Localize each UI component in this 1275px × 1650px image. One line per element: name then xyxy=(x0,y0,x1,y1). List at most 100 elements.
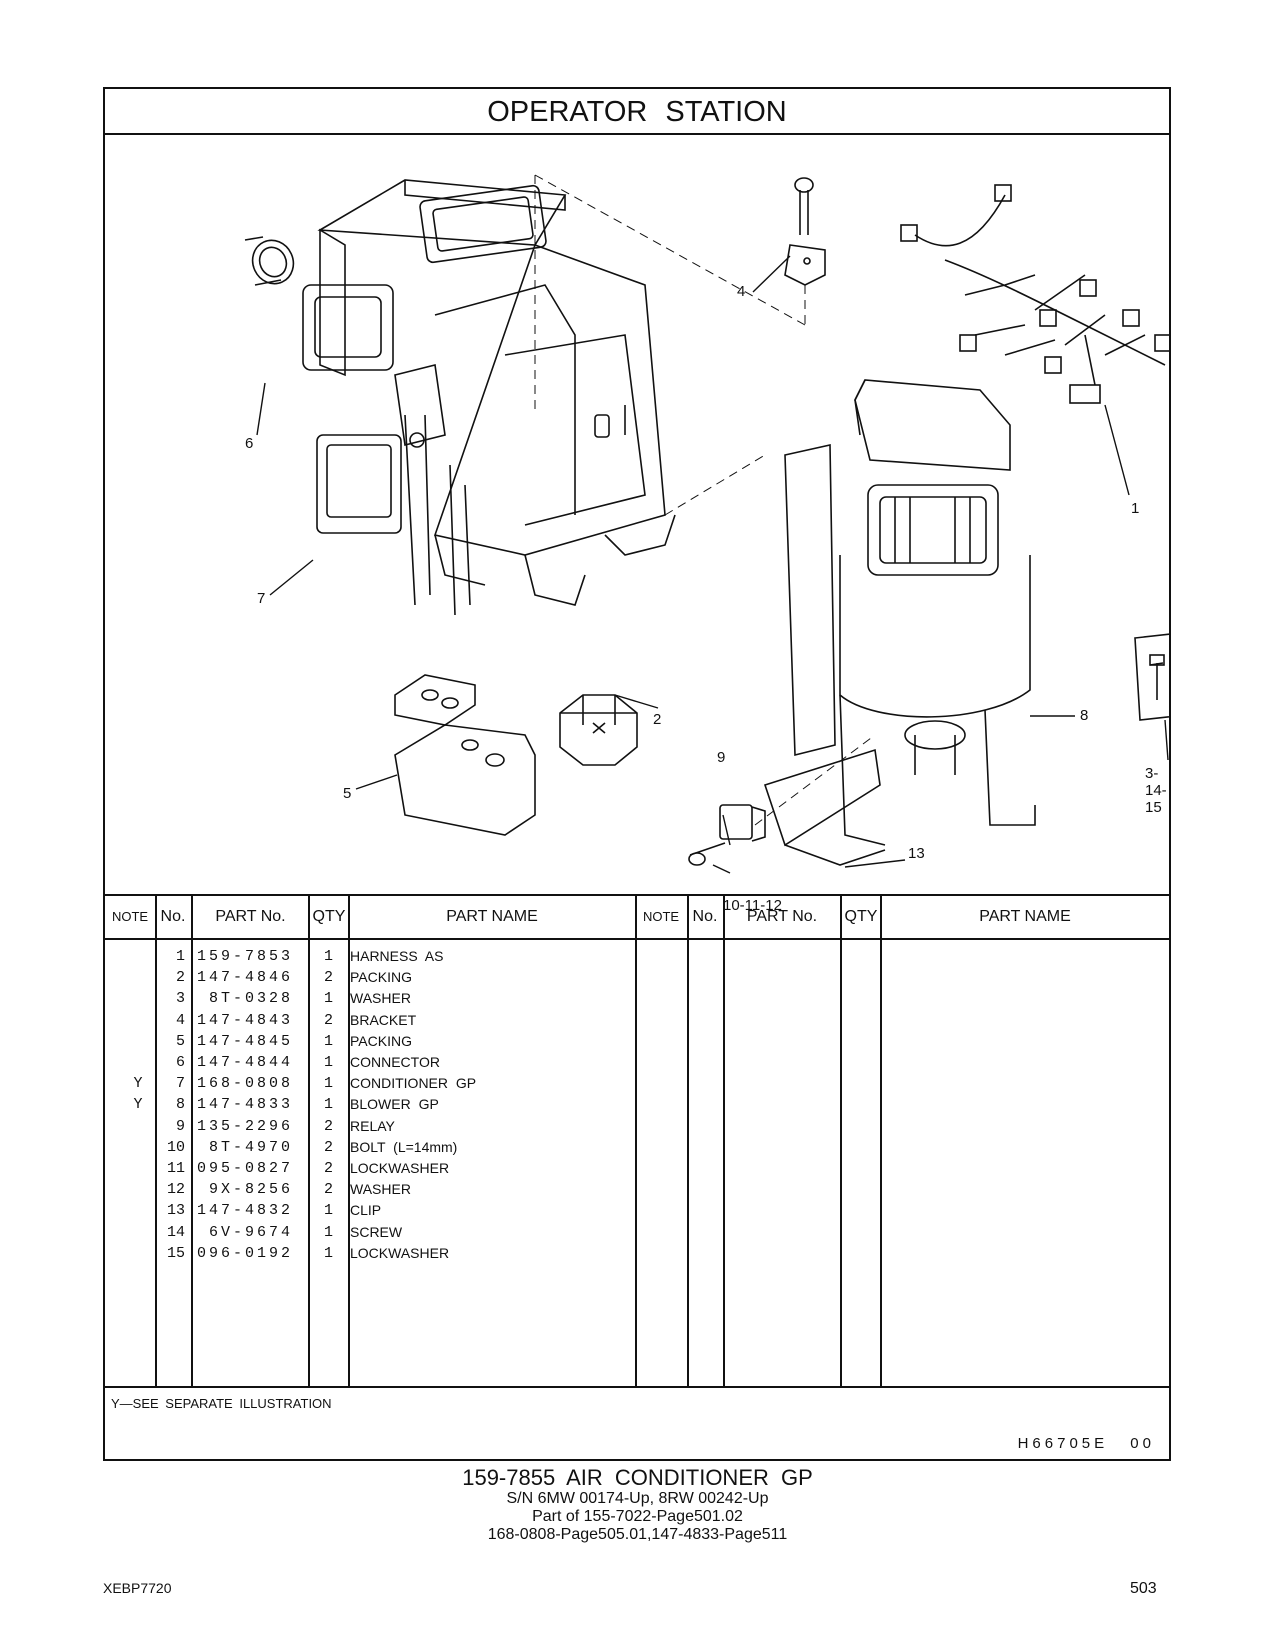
blower-drawing xyxy=(784,379,1036,846)
row-qty: 1 xyxy=(323,1096,333,1114)
col-divider xyxy=(723,894,725,1386)
row-part-number: 147-4846 xyxy=(196,969,293,987)
row-number: 7 xyxy=(175,1075,185,1093)
row-number: 14 xyxy=(166,1223,185,1241)
row-number: 10 xyxy=(166,1138,185,1156)
footnote: Y—SEE SEPARATE ILLUSTRATION xyxy=(111,1396,332,1411)
row-part-name: WASHER xyxy=(350,1181,411,1198)
col-divider xyxy=(155,894,157,1386)
row-part-number: 135-2296 xyxy=(196,1117,293,1135)
conditioner-unit-drawing xyxy=(302,174,806,616)
row-number: 15 xyxy=(166,1244,185,1262)
row-part-name: WASHER xyxy=(350,990,411,1007)
header-no-left: No. xyxy=(160,908,186,925)
row-qty: 1 xyxy=(323,1202,333,1220)
header-note-left: NOTE xyxy=(111,909,149,924)
row-part-number: 147-4844 xyxy=(196,1054,293,1071)
row-part-number: 8T-4970 xyxy=(208,1138,293,1156)
row-part-name: LOCKWASHER xyxy=(350,1160,450,1176)
row-qty: 2 xyxy=(323,1181,333,1199)
row-number: 2 xyxy=(175,969,185,987)
row-note: Y xyxy=(133,1075,143,1093)
col-divider xyxy=(840,894,842,1386)
header-no-right: No. xyxy=(692,908,718,925)
callout-7: 7 xyxy=(257,590,266,607)
row-qty: 1 xyxy=(323,1075,333,1093)
callout-5: 5 xyxy=(343,785,352,802)
row-number: 6 xyxy=(175,1054,185,1071)
row-part-name: BLOWER GP xyxy=(350,1096,439,1113)
row-qty: 2 xyxy=(323,1011,333,1029)
packing-block-drawing xyxy=(394,674,536,836)
row-qty: 2 xyxy=(323,969,333,987)
row-part-name: HARNESS AS xyxy=(350,948,444,964)
row-part-name: CONDITIONER GP xyxy=(350,1075,477,1092)
row-number: 9 xyxy=(175,1117,185,1135)
row-qty: 1 xyxy=(323,990,333,1008)
row-part-number: 147-4845 xyxy=(196,1032,293,1050)
callout-13: 13 xyxy=(908,845,925,862)
row-number: 13 xyxy=(166,1202,185,1220)
callout-6: 6 xyxy=(245,435,254,452)
row-part-number: 095-0827 xyxy=(196,1160,293,1177)
caption-references: 168-0808-Page505.01,147-4833-Page511 xyxy=(487,1526,788,1543)
table-row: 3 8T-0328 1 WASHER xyxy=(105,990,1169,1012)
harness-drawing xyxy=(900,184,1169,404)
callout-10-11-12: 10-11-12 xyxy=(723,897,782,914)
parts-table-header: NOTE No. PART No. QTY PART NAME NOTE No.… xyxy=(105,894,1169,940)
bracket-drawing xyxy=(784,177,826,286)
row-qty: 2 xyxy=(323,1138,333,1156)
callout-9: 9 xyxy=(717,749,726,766)
row-number: 8 xyxy=(175,1096,185,1114)
row-part-name: LOCKWASHER xyxy=(350,1244,450,1261)
callout-2: 2 xyxy=(653,711,662,728)
row-qty: 1 xyxy=(323,1244,333,1262)
row-part-number: 159-7853 xyxy=(196,948,293,965)
row-number: 5 xyxy=(175,1032,185,1050)
row-qty: 2 xyxy=(323,1117,333,1135)
row-part-number: 096-0192 xyxy=(196,1244,293,1262)
header-partno-left: PART No. xyxy=(215,908,286,925)
document-id: XEBP7720 xyxy=(103,1580,172,1596)
row-part-number: 9X-8256 xyxy=(208,1181,293,1199)
callout-8: 8 xyxy=(1080,707,1089,724)
row-part-number: 147-4832 xyxy=(196,1202,293,1220)
row-part-number: 8T-0328 xyxy=(208,990,293,1008)
col-divider xyxy=(348,894,350,1386)
row-qty: 1 xyxy=(323,1054,333,1071)
row-number: 3 xyxy=(175,990,185,1008)
table-row: 15 096-0192 1 LOCKWASHER xyxy=(105,1245,1169,1267)
row-part-name: SCREW xyxy=(350,1223,403,1240)
row-part-name: PACKING xyxy=(350,1032,412,1049)
row-part-name: RELAY xyxy=(350,1117,395,1134)
col-divider xyxy=(880,894,882,1386)
caption-part-of: Part of 155-7022-Page501.02 xyxy=(532,1508,743,1525)
caption-serial: S/N 6MW 00174-Up, 8RW 00242-Up xyxy=(506,1490,769,1507)
exploded-illustration: 1 2 3-14-15 4 5 6 7 8 9 10-11-12 13 xyxy=(105,135,1169,914)
header-partname-right: PART NAME xyxy=(979,908,1071,925)
footnote-area: Y—SEE SEPARATE ILLUSTRATION H66705E 00 xyxy=(105,1386,1169,1461)
col-divider xyxy=(191,894,193,1386)
row-qty: 1 xyxy=(323,1223,333,1241)
row-part-name: BRACKET xyxy=(350,1011,417,1028)
callout-3-14-15: 3-14-15 xyxy=(1145,765,1167,816)
callout-1: 1 xyxy=(1131,500,1140,517)
parts-page-frame: OPERATOR STATION xyxy=(103,87,1171,1461)
illustration-drawing xyxy=(244,174,1169,874)
row-number: 11 xyxy=(166,1160,185,1177)
header-qty-left: QTY xyxy=(312,908,346,925)
packing-hex-drawing xyxy=(559,694,638,766)
header-note-right: NOTE xyxy=(642,909,680,924)
bagged-parts-drawing xyxy=(1134,633,1169,721)
